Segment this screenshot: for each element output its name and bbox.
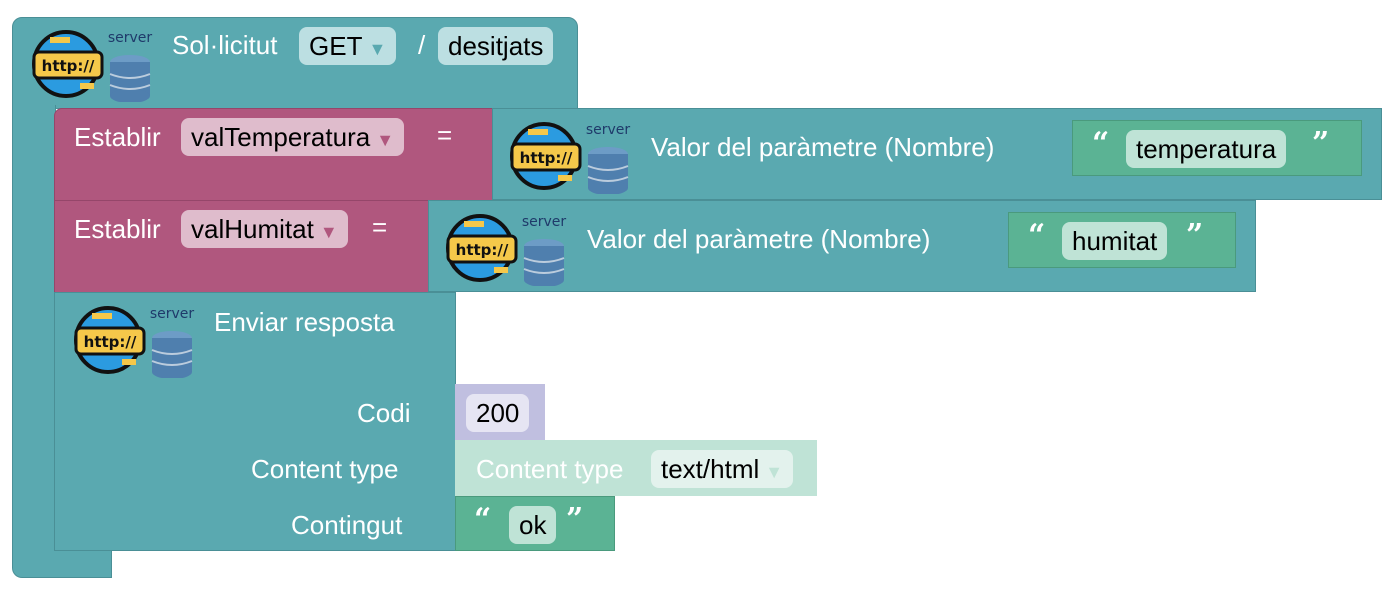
send-response-label: Enviar resposta: [214, 307, 395, 337]
content-label: Contingut: [291, 510, 403, 540]
content-type-label: Content type: [251, 454, 399, 484]
content-type-value: text/html: [661, 454, 760, 484]
content-type-dropdown[interactable]: text/html▼: [651, 450, 794, 488]
dropdown-arrow-icon: ▼: [319, 222, 338, 242]
param-value-label: Valor del paràmetre (Nombre): [587, 224, 931, 254]
svg-text:server: server: [150, 306, 195, 322]
path-input[interactable]: desitjats: [438, 27, 554, 65]
text-input[interactable]: temperatura: [1126, 130, 1287, 168]
svg-text:http://: http://: [42, 57, 95, 75]
set-label: Establir: [74, 214, 161, 244]
dropdown-arrow-icon: ▼: [368, 39, 387, 59]
method-dropdown[interactable]: GET▼: [299, 27, 397, 65]
content-type-block-label: Content type: [476, 454, 624, 484]
svg-text:http://: http://: [456, 241, 509, 259]
variable-value: valHumitat: [191, 214, 314, 244]
text-input[interactable]: humitat: [1062, 222, 1168, 260]
svg-text:server: server: [108, 30, 153, 46]
http-server-icon: http:// server: [508, 114, 632, 195]
close-quote-icon: ”: [1186, 218, 1204, 253]
variable-dropdown[interactable]: valTemperatura▼: [181, 118, 405, 156]
open-quote-icon: “: [474, 502, 492, 537]
code-input[interactable]: 200: [466, 394, 530, 432]
content-input[interactable]: ok: [509, 506, 557, 544]
code-label: Codi: [357, 398, 411, 428]
svg-text:server: server: [522, 214, 567, 230]
param-value-label: Valor del paràmetre (Nombre): [651, 132, 995, 162]
request-block-footer: [12, 550, 112, 578]
variable-dropdown[interactable]: valHumitat▼: [181, 210, 348, 248]
dropdown-arrow-icon: ▼: [376, 130, 395, 150]
dropdown-arrow-icon: ▼: [765, 462, 784, 482]
svg-text:http://: http://: [84, 333, 137, 351]
set-label: Establir: [74, 122, 161, 152]
http-server-icon: http:// server: [444, 206, 568, 287]
request-label: Sol·licitut: [172, 30, 278, 60]
variable-value: valTemperatura: [191, 122, 371, 152]
equals-label: =: [372, 212, 388, 242]
svg-text:server: server: [586, 122, 631, 138]
close-quote-icon: ”: [566, 502, 584, 537]
close-quote-icon: ”: [1312, 126, 1330, 161]
equals-label: =: [437, 120, 453, 150]
http-server-icon: http:// server: [30, 22, 154, 103]
method-value: GET: [309, 31, 363, 61]
svg-text:http://: http://: [520, 149, 573, 167]
request-block-spine: [12, 105, 56, 555]
http-server-icon: http:// server: [72, 298, 196, 379]
open-quote-icon: “: [1028, 218, 1046, 253]
open-quote-icon: “: [1092, 126, 1110, 161]
path-separator: /: [418, 30, 426, 60]
